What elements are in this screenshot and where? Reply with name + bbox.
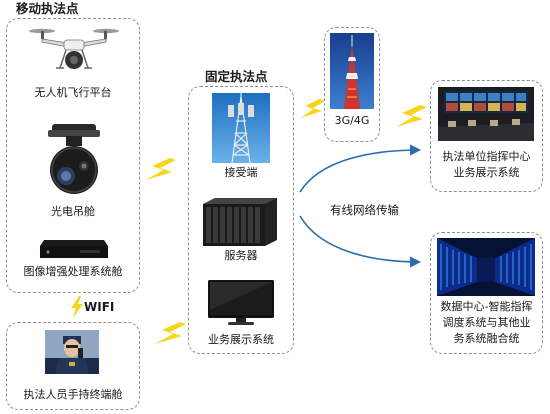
terminal-label: 执法人员手持终端舱 — [23, 388, 123, 401]
drone-icon — [29, 28, 119, 69]
server-rack-icon — [203, 198, 277, 246]
wifi-lightning-icon — [71, 296, 83, 318]
fixed-point-title: 固定执法点 — [205, 69, 268, 84]
display-label: 业务展示系统 — [208, 333, 274, 346]
lightning-fixed-3g-icon — [301, 99, 325, 118]
command-center-label-1: 执法单位指挥中心 — [442, 150, 531, 163]
mobile-network-label: 3G/4G — [334, 114, 370, 127]
enhancer-label: 图像增强处理系统舱 — [23, 265, 123, 278]
command-center-photo-icon — [438, 87, 534, 141]
data-center-label-1: 数据中心-智能指挥 — [440, 300, 533, 313]
receiver-tower-icon — [212, 93, 270, 163]
server-label: 服务器 — [224, 249, 258, 262]
wifi-label: WIFI — [84, 300, 115, 314]
wired-arrow-command-center — [299, 144, 422, 193]
mobile-point-title: 移动执法点 — [16, 1, 79, 16]
display-monitor-icon — [208, 280, 274, 325]
enhancer-device-icon — [40, 240, 108, 258]
lightning-3g-command-icon — [396, 105, 427, 127]
command-center-label-2: 业务展示系统 — [453, 166, 520, 179]
drone-label: 无人机飞行平台 — [34, 86, 112, 99]
gimbal-label: 光电吊舱 — [51, 205, 95, 218]
wired-transmission-label: 有线网络传输 — [330, 203, 399, 217]
lightning-mobile-fixed-icon — [146, 158, 176, 180]
lightning-terminal-fixed-icon — [155, 322, 186, 344]
data-center-photo-icon — [437, 238, 535, 296]
data-center-label-2: 调度系统与其他业 — [442, 316, 531, 329]
data-center-label-3: 务系统融合统 — [453, 332, 520, 345]
receiver-label: 接受端 — [224, 166, 258, 179]
tv-tower-photo-icon — [330, 33, 374, 109]
gimbal-icon — [48, 124, 100, 194]
officer-photo-icon — [45, 330, 99, 374]
wired-arrow-data-center — [299, 215, 422, 268]
